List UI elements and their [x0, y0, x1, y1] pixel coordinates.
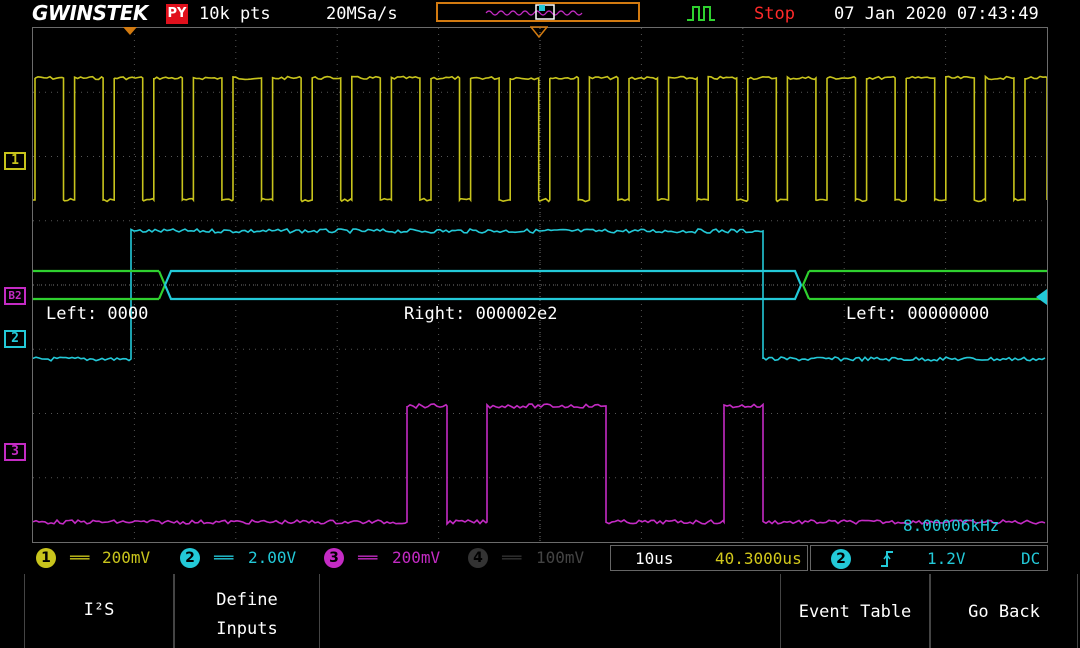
graticule [33, 28, 1047, 542]
ch2-scale[interactable]: 2.00V [248, 548, 297, 567]
ch1-trace [33, 74, 1047, 203]
bus-segment-right: Right: 000002e2 [404, 304, 558, 324]
trigger-status: 2 1.2V DC [810, 545, 1048, 571]
memory-waveform-icon [485, 4, 583, 20]
ch3-trace [33, 402, 1046, 526]
trigger-coupling[interactable]: DC [1021, 549, 1041, 568]
trigger-level-marker-icon [1036, 289, 1047, 305]
top-status-bar: GWINSTEK PY 10k pts 20MSa/s Stop 07 Jan … [0, 0, 1080, 28]
py-badge: PY [166, 4, 188, 24]
ch1-scale[interactable]: 200mV [102, 548, 151, 567]
waveform-canvas [33, 28, 1047, 542]
ch3-scale[interactable]: 200mV [392, 548, 441, 567]
menu-i2s-label: I²S [83, 600, 115, 620]
ch4-badge[interactable]: 4 [468, 548, 488, 568]
bus-right-start [801, 270, 811, 300]
ch1-coupling-icon: ══ [70, 548, 90, 567]
waveform-display: Left: 0000 Right: 000002e2 Left: 0000000… [32, 27, 1048, 543]
menu-define-inputs[interactable]: Define Inputs [174, 574, 320, 648]
ch4-coupling-icon: ══ [502, 548, 522, 567]
sample-rate: 20MSa/s [326, 4, 398, 24]
ch2-badge[interactable]: 2 [180, 548, 200, 568]
channel-scales: 1 ══ 200mV 2 ══ 2.00V 3 ══ 200mV 4 ══ 10… [32, 545, 608, 571]
menu-define-inputs-line2: Inputs [216, 619, 278, 639]
ch1-badge[interactable]: 1 [36, 548, 56, 568]
ch3-marker[interactable]: 3 [4, 443, 26, 461]
ch2-trace [33, 228, 1046, 363]
center-marker-icon [530, 26, 548, 38]
bus2-marker[interactable]: B2 [4, 287, 26, 305]
ch3-waveform [33, 402, 1046, 526]
ch2-waveform [33, 228, 1046, 363]
menu-go-back-label: Go Back [968, 602, 1040, 622]
horizontal-position[interactable]: 40.3000us [715, 549, 802, 568]
bus-segment-right-shape [163, 269, 803, 301]
menu-event-table[interactable]: Event Table [780, 574, 930, 648]
bus-segment-left: Left: 0000 [46, 304, 149, 324]
trigger-level[interactable]: 1.2V [927, 549, 966, 568]
menu-i2s[interactable]: I²S [24, 574, 174, 648]
horizontal-status: 10us 40.3000us [610, 545, 808, 571]
ch3-badge[interactable]: 3 [324, 548, 344, 568]
bus-decode-row [33, 269, 1047, 301]
memory-overview-bar [436, 2, 640, 22]
menu-define-inputs-line1: Define [216, 590, 278, 610]
ch3-coupling-icon: ══ [358, 548, 378, 567]
ch2-coupling-icon: ══ [214, 548, 234, 567]
ch4-scale[interactable]: 100mV [536, 548, 585, 567]
trigger-source-badge[interactable]: 2 [831, 549, 851, 569]
frequency-readout: 8.00006kHz [903, 516, 1000, 535]
timebase[interactable]: 10us [635, 549, 674, 568]
date-time: 07 Jan 2020 07:43:49 [834, 4, 1039, 24]
rising-edge-icon [881, 551, 893, 567]
run-state[interactable]: Stop [754, 4, 795, 24]
menu-go-back[interactable]: Go Back [930, 574, 1078, 648]
record-length: 10k pts [199, 4, 271, 24]
bus-segment-left-2: Left: 00000000 [846, 304, 990, 324]
menu-event-table-label: Event Table [798, 602, 912, 622]
ch1-marker[interactable]: 1 [4, 152, 26, 170]
trigger-position-marker-icon [123, 27, 137, 35]
ch2-marker[interactable]: 2 [4, 330, 26, 348]
ch1-waveform [33, 74, 1047, 203]
brand-logo: GWINSTEK [32, 1, 148, 25]
channel-status-row: 1 ══ 200mV 2 ══ 2.00V 3 ══ 200mV 4 ══ 10… [32, 545, 1048, 571]
trigger-mode-icon [687, 6, 715, 21]
